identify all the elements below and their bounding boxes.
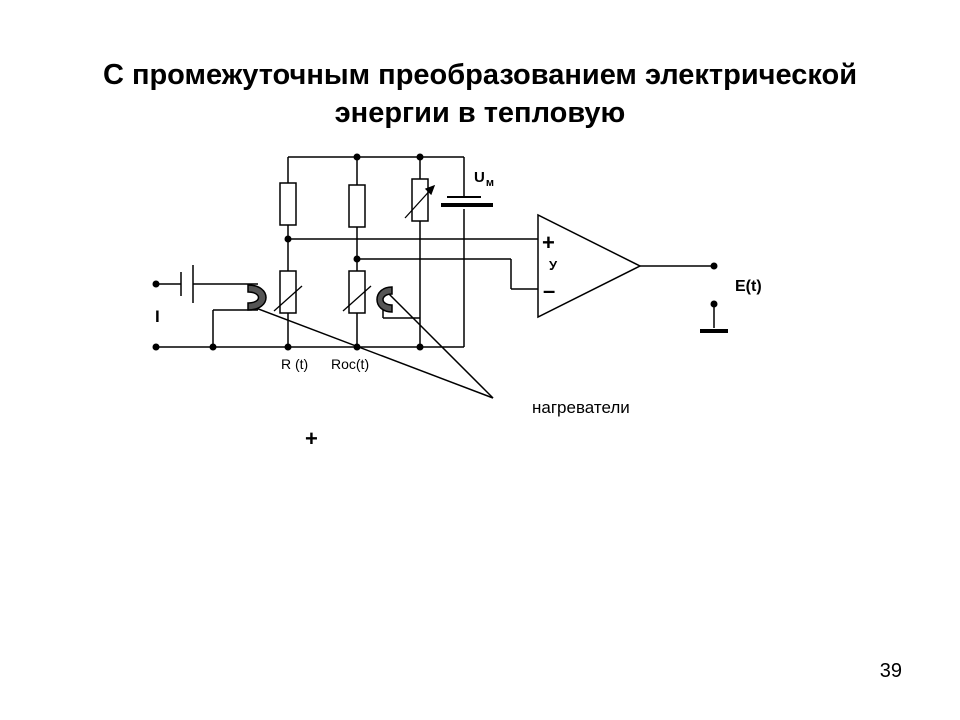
label-plus-bottom: +: [305, 426, 318, 451]
amplifier-triangle: [537, 213, 642, 319]
label-output: E(t): [735, 278, 762, 295]
label-minus-input: –: [543, 278, 555, 303]
resistor-top-left: [279, 182, 297, 226]
junction-dot: [353, 255, 361, 263]
resistor-variable: [411, 178, 429, 222]
label-um: Uм: [474, 169, 494, 189]
heater-2-icon: [376, 286, 393, 313]
slide-title-line-1: С промежуточным преобразованием электрич…: [102, 59, 858, 91]
pointer-heater-2: [388, 293, 494, 399]
ground-terminal-dot: [710, 300, 718, 308]
variable-resistor-arrowhead-icon: [424, 184, 436, 196]
slide-title-line-2: энергии в тепловую: [334, 97, 626, 129]
pointer-heater-1: [247, 304, 494, 399]
heater-1-icon: [247, 284, 267, 311]
label-current: I: [155, 307, 160, 326]
junction-dot: [416, 153, 424, 161]
resistor-roc-t: [348, 270, 366, 314]
thermistor-roc-t-slash: [342, 285, 372, 312]
junction-dot: [416, 343, 424, 351]
terminal-dot: [152, 280, 160, 288]
circuit-wires: [155, 156, 715, 399]
thermistor-r-t-slash: [273, 285, 303, 312]
resistor-r-t: [279, 270, 297, 314]
terminal-dot: [152, 343, 160, 351]
label-amplifier: У: [549, 258, 558, 273]
junction-dot: [353, 153, 361, 161]
slide-title: С промежуточным преобразованием электрич…: [40, 56, 920, 132]
resistor-top-middle: [348, 184, 366, 228]
page-number: 39: [879, 660, 902, 682]
junction-dot: [284, 235, 292, 243]
junction-dot: [353, 343, 361, 351]
junction-dot: [284, 343, 292, 351]
label-r-t: R (t): [281, 356, 308, 372]
label-plus-input: +: [542, 230, 555, 255]
junction-dot: [209, 343, 217, 351]
output-terminal-dot: [710, 262, 718, 270]
label-roc-t: Roc(t): [331, 356, 369, 372]
label-heaters: нагреватели: [532, 398, 630, 417]
